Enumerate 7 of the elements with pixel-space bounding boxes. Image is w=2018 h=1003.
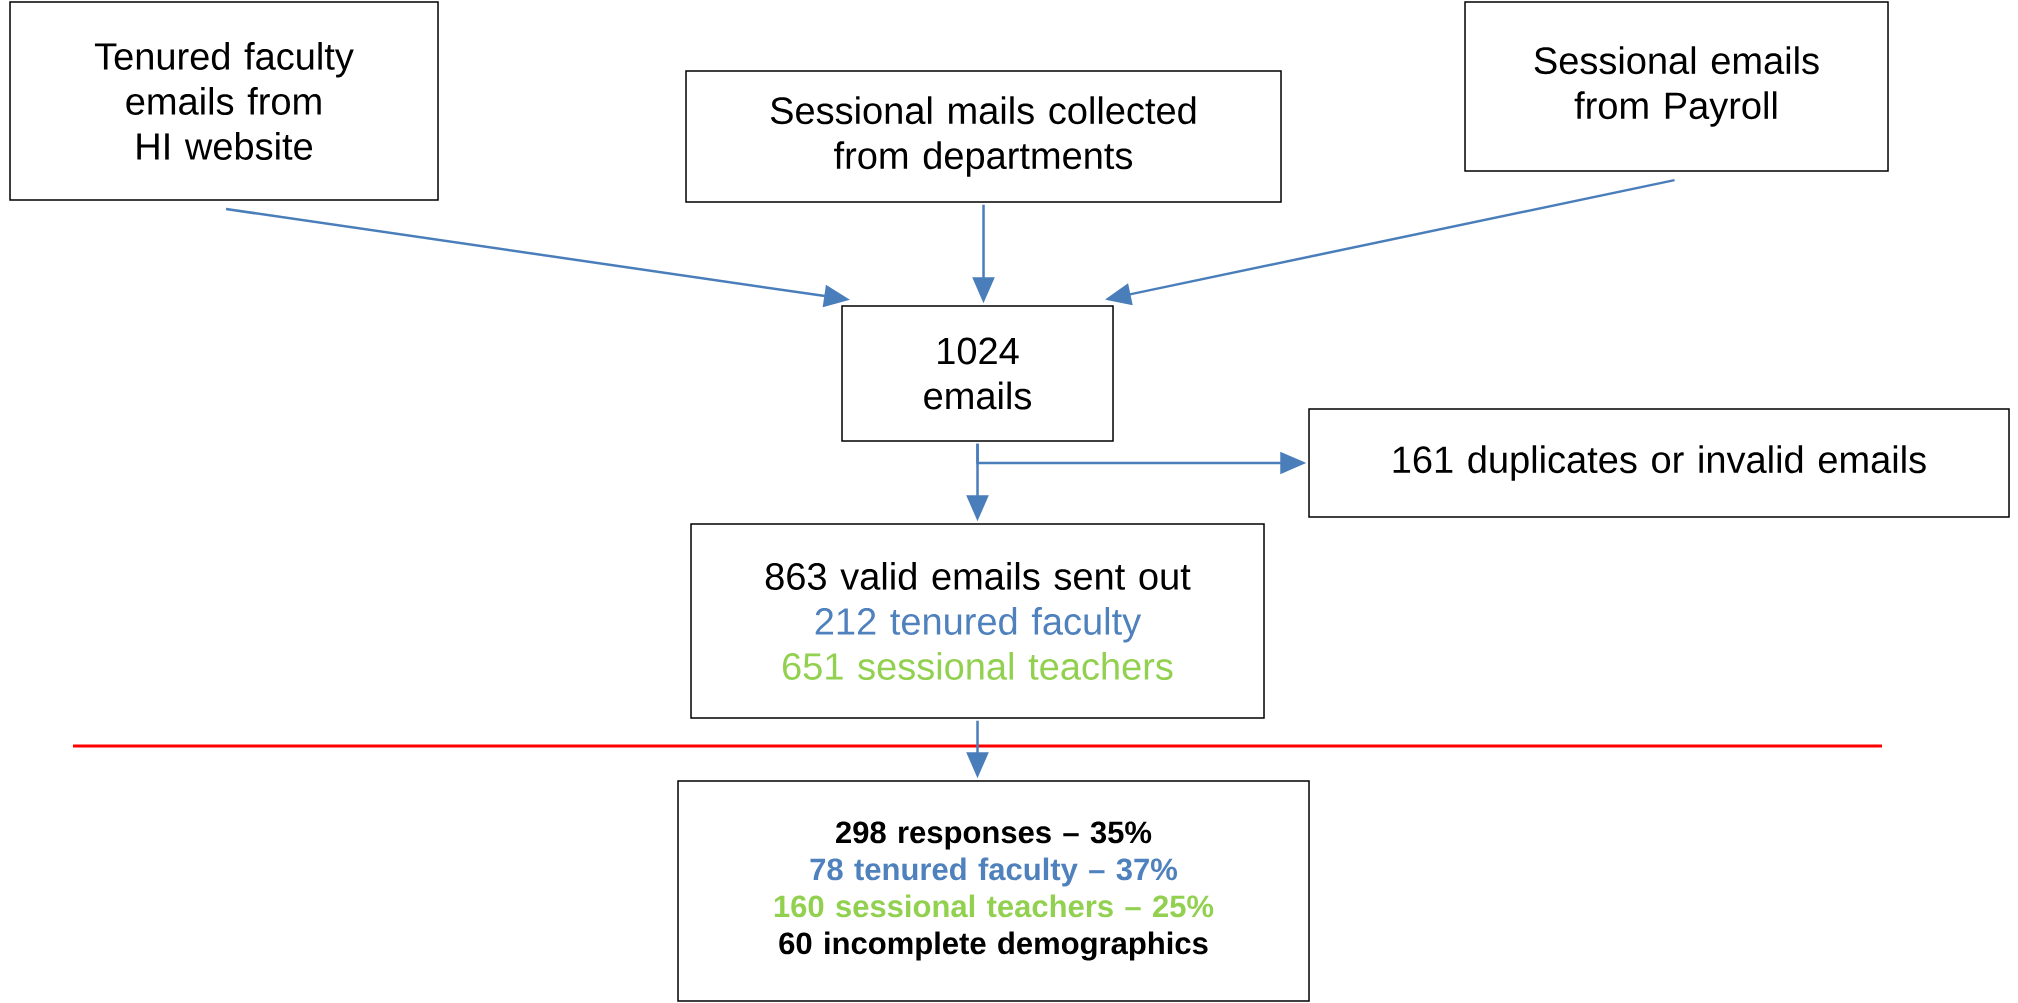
process-box: 863 valid emails sent out 212 tenured faculty 651 sessional teachers <box>690 523 1265 719</box>
process-box: Sessional emails from Payroll <box>1464 1 1889 172</box>
process-box: 161 duplicates or invalid emails <box>1308 408 2010 518</box>
process-box: Sessional mails collected from departments <box>685 70 1282 203</box>
process-box: 1024 emails <box>841 305 1114 442</box>
process-box: Tenured faculty emails from HI website <box>9 1 439 201</box>
process-box: 298 responses – 35% 78 tenured faculty – 37% 160 sessional teachers – 25% 60 incomplete demographics <box>677 780 1310 1002</box>
